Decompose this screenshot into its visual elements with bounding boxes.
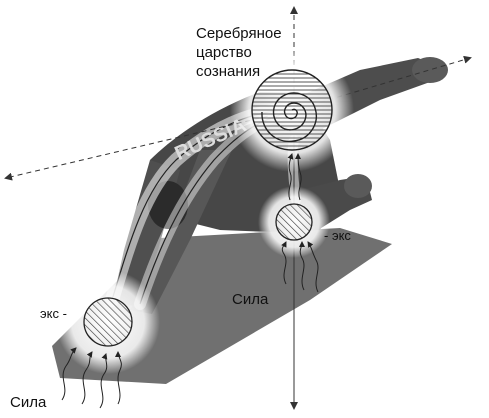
eks-label-left: экс - (40, 306, 67, 321)
spiral-circle-icon (261, 92, 317, 143)
force-arrow-icon (81, 351, 93, 405)
title-line-2: царство (196, 44, 252, 61)
force-arrow-icon (287, 153, 294, 201)
diagram-title: Серебряное царство сознания (196, 24, 282, 81)
force-label-left: Сила (10, 394, 47, 411)
title-line-1: Серебряное (196, 25, 282, 42)
eks-label-right: - экс (324, 228, 351, 243)
force-arrow-icon (115, 351, 122, 405)
force-arrow-icon (61, 347, 77, 401)
force-arrow-icon (281, 241, 287, 285)
athlete-right-arm (130, 150, 232, 314)
hand-hatched-circle (83, 297, 133, 347)
title-line-3: сознания (196, 63, 261, 80)
athlete-knee-shoe (344, 174, 372, 198)
force-arrow-icon (295, 153, 302, 201)
force-arrow-icon (99, 353, 108, 409)
knee-hatched-circle (275, 203, 313, 241)
force-arrow-icon (298, 241, 305, 291)
athlete-rear-shoe (412, 57, 448, 83)
force-arrow-icon (307, 241, 319, 293)
force-label-right: Сила (232, 291, 269, 308)
